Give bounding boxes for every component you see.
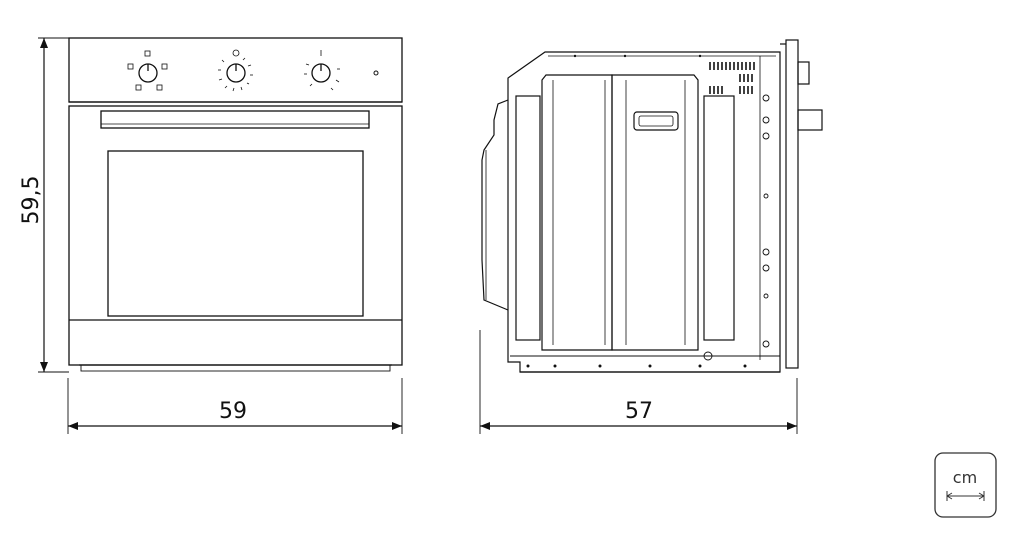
unit-badge: cm <box>934 452 997 518</box>
temperature-knob <box>304 50 340 91</box>
width-dimension <box>67 378 403 434</box>
door-window <box>107 150 364 317</box>
front-view <box>68 37 403 372</box>
side-handle-stub <box>797 109 823 131</box>
side-panel-1 <box>515 95 541 341</box>
vent-grille <box>709 62 755 94</box>
height-label: 59,5 <box>19 176 44 225</box>
unit-label: cm <box>953 468 977 487</box>
width-label: 59 <box>219 399 247 424</box>
side-handle-slot <box>633 111 679 131</box>
side-panel-4 <box>703 95 735 341</box>
timer-knob <box>218 49 253 92</box>
depth-label: 57 <box>625 399 653 424</box>
side-front-panel <box>785 39 799 369</box>
double-arrow-icon <box>946 491 985 501</box>
depth-dimension <box>479 330 798 434</box>
indicator-light <box>373 70 379 76</box>
side-view <box>481 39 823 373</box>
door-handle <box>100 110 370 129</box>
side-knob-stub <box>797 61 810 85</box>
front-door <box>68 105 403 366</box>
function-knob <box>127 50 168 91</box>
height-dimension <box>38 37 69 373</box>
